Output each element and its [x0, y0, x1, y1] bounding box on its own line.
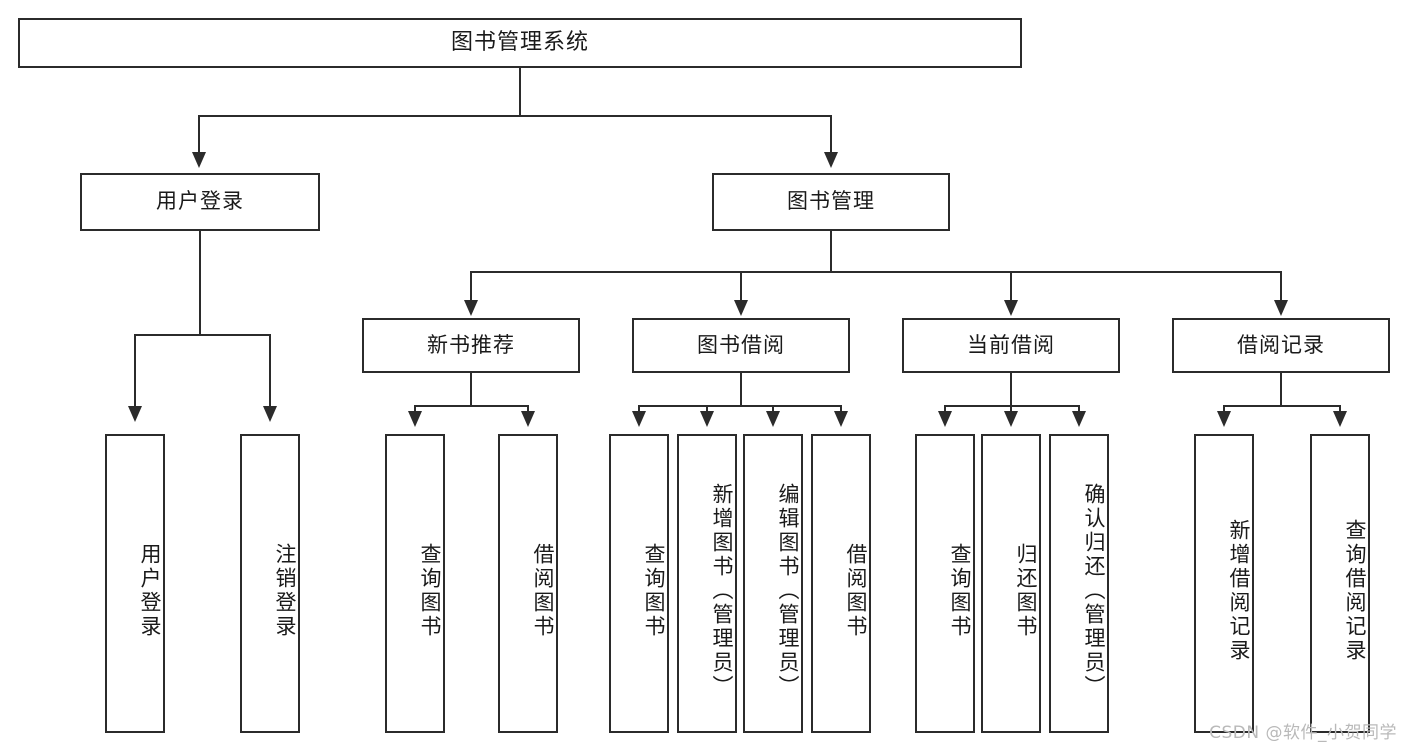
leaf-new-book-borrow-book[interactable]: 借阅图书 — [498, 434, 558, 733]
edge-bm-to-new-book — [470, 271, 472, 303]
edge-current-borrow-bus — [944, 405, 1080, 407]
arrow-current-borrow-to-leaf-2 — [1004, 411, 1018, 427]
edge-book-borrow-to-leaf-4 — [840, 405, 842, 413]
edge-root-to-user-login — [198, 115, 200, 155]
edge-borrow-record-to-leaf-2 — [1339, 405, 1341, 413]
edge-bm-to-borrow-record — [1280, 271, 1282, 303]
leaf-book-borrow-edit-book-admin[interactable]: 编辑图书（管理员） — [743, 434, 803, 733]
edge-book-borrow-to-leaf-1 — [638, 405, 640, 413]
leaf-label: 编辑图书（管理员） — [776, 482, 800, 699]
arrow-new-book-to-leaf-2 — [521, 411, 535, 427]
leaf-label: 用户登录 — [138, 542, 162, 639]
edge-new-book-stem — [470, 373, 472, 407]
edge-user-login-to-leaf-1 — [134, 334, 136, 409]
node-new-book-recommend[interactable]: 新书推荐 — [362, 318, 580, 373]
node-book-management[interactable]: 图书管理 — [712, 173, 950, 231]
leaf-user-login-logout[interactable]: 注销登录 — [240, 434, 300, 733]
leaf-label: 注销登录 — [273, 542, 297, 639]
node-borrow-record[interactable]: 借阅记录 — [1172, 318, 1390, 373]
leaf-book-borrow-add-book-admin[interactable]: 新增图书（管理员） — [677, 434, 737, 733]
node-root-book-management-system[interactable]: 图书管理系统 — [18, 18, 1022, 68]
arrow-book-borrow-to-leaf-3 — [766, 411, 780, 427]
arrow-current-borrow-to-leaf-1 — [938, 411, 952, 427]
arrow-user-login-to-leaf-1 — [128, 406, 142, 422]
arrow-bm-to-new-book — [464, 300, 478, 316]
edge-user-login-stem — [199, 231, 201, 336]
arrow-current-borrow-to-leaf-3 — [1072, 411, 1086, 427]
leaf-label: 确认归还（管理员） — [1082, 482, 1106, 699]
edge-current-borrow-to-leaf-2 — [1010, 405, 1012, 413]
edge-book-borrow-to-leaf-3 — [772, 405, 774, 413]
edge-book-management-bus — [470, 271, 1281, 273]
arrow-bm-to-book-borrow — [734, 300, 748, 316]
arrow-borrow-record-to-leaf-2 — [1333, 411, 1347, 427]
leaf-borrow-record-query-record[interactable]: 查询借阅记录 — [1310, 434, 1370, 733]
leaf-current-borrow-confirm-return-admin[interactable]: 确认归还（管理员） — [1049, 434, 1109, 733]
arrow-root-to-user-login — [192, 152, 206, 168]
leaf-borrow-record-add-record[interactable]: 新增借阅记录 — [1194, 434, 1254, 733]
edge-user-login-bus — [134, 334, 271, 336]
leaf-book-borrow-borrow-book[interactable]: 借阅图书 — [811, 434, 871, 733]
node-book-borrow[interactable]: 图书借阅 — [632, 318, 850, 373]
leaf-current-borrow-query-book[interactable]: 查询图书 — [915, 434, 975, 733]
leaf-label: 借阅图书 — [531, 542, 555, 639]
edge-book-borrow-to-leaf-2 — [706, 405, 708, 413]
edge-book-borrow-stem — [740, 373, 742, 407]
edge-bm-to-book-borrow — [740, 271, 742, 303]
edge-root-to-book-management — [830, 115, 832, 155]
leaf-label: 查询图书 — [948, 542, 972, 639]
edge-book-management-stem — [830, 231, 832, 273]
leaf-label: 查询图书 — [642, 542, 666, 639]
edge-new-book-to-leaf-1 — [414, 405, 416, 413]
csdn-watermark: CSDN @软件_小贺同学 — [1209, 723, 1397, 743]
edge-current-borrow-stem — [1010, 373, 1012, 407]
edge-borrow-record-stem — [1280, 373, 1282, 407]
edge-root-stem — [519, 68, 521, 116]
edge-user-login-to-leaf-2 — [269, 334, 271, 409]
leaf-label: 新增图书（管理员） — [710, 482, 734, 699]
edge-borrow-record-to-leaf-1 — [1223, 405, 1225, 413]
arrow-new-book-to-leaf-1 — [408, 411, 422, 427]
arrow-book-borrow-to-leaf-2 — [700, 411, 714, 427]
arrow-book-borrow-to-leaf-4 — [834, 411, 848, 427]
arrow-user-login-to-leaf-2 — [263, 406, 277, 422]
edge-new-book-to-leaf-2 — [527, 405, 529, 413]
edge-current-borrow-to-leaf-3 — [1078, 405, 1080, 413]
edge-borrow-record-bus — [1223, 405, 1341, 407]
leaf-label: 借阅图书 — [844, 542, 868, 639]
leaf-label: 归还图书 — [1014, 542, 1038, 639]
leaf-label: 查询借阅记录 — [1343, 518, 1367, 663]
leaf-current-borrow-return-book[interactable]: 归还图书 — [981, 434, 1041, 733]
leaf-new-book-query-book[interactable]: 查询图书 — [385, 434, 445, 733]
arrow-bm-to-borrow-record — [1274, 300, 1288, 316]
leaf-user-login-login[interactable]: 用户登录 — [105, 434, 165, 733]
leaf-book-borrow-query-book[interactable]: 查询图书 — [609, 434, 669, 733]
arrow-bm-to-current-borrow — [1004, 300, 1018, 316]
edge-bm-to-current-borrow — [1010, 271, 1012, 303]
edge-root-bus — [198, 115, 832, 117]
leaf-label: 新增借阅记录 — [1227, 518, 1251, 663]
edge-current-borrow-to-leaf-1 — [944, 405, 946, 413]
arrow-book-borrow-to-leaf-1 — [632, 411, 646, 427]
arrow-borrow-record-to-leaf-1 — [1217, 411, 1231, 427]
arrow-root-to-book-management — [824, 152, 838, 168]
leaf-label: 查询图书 — [418, 542, 442, 639]
edge-book-borrow-bus — [638, 405, 842, 407]
node-user-login[interactable]: 用户登录 — [80, 173, 320, 231]
node-current-borrow[interactable]: 当前借阅 — [902, 318, 1120, 373]
edge-new-book-bus — [414, 405, 529, 407]
